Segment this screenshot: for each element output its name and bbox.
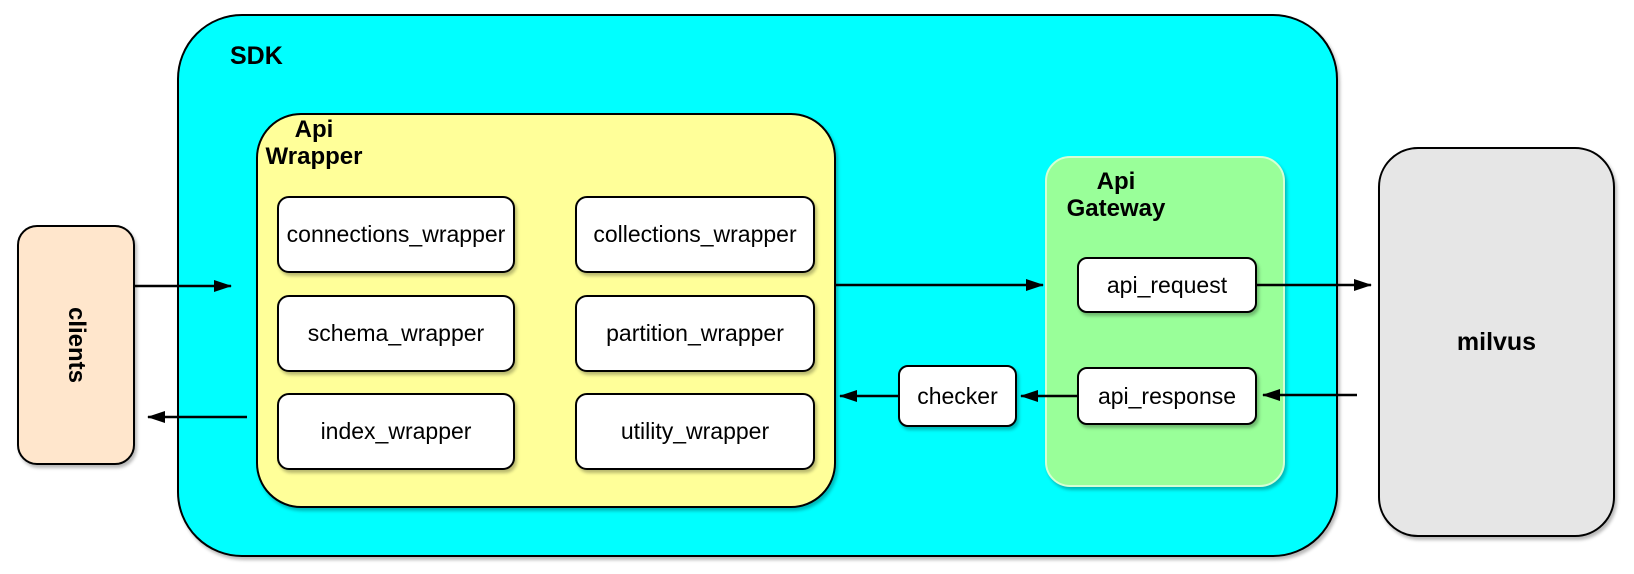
checker-node: checker [898, 365, 1017, 427]
api-wrapper-label: Api Wrapper [265, 116, 363, 170]
milvus-node: milvus [1378, 147, 1615, 537]
api-response-node: api_response [1077, 367, 1257, 425]
milvus-label: milvus [1456, 327, 1537, 356]
api-gateway-container [1045, 156, 1285, 487]
sdk-label: SDK [230, 42, 283, 70]
utility-wrapper-node: utility_wrapper [575, 393, 815, 470]
index-wrapper-node: index_wrapper [277, 393, 515, 470]
connections-wrapper-node: connections_wrapper [277, 196, 515, 273]
api-gateway-label: Api Gateway [1066, 168, 1166, 222]
collections-wrapper-node: collections_wrapper [575, 196, 815, 273]
api-request-node: api_request [1077, 257, 1257, 313]
clients-node: clients [17, 225, 135, 465]
schema-wrapper-node: schema_wrapper [277, 295, 515, 372]
partition-wrapper-node: partition_wrapper [575, 295, 815, 372]
clients-label: clients [63, 306, 90, 384]
